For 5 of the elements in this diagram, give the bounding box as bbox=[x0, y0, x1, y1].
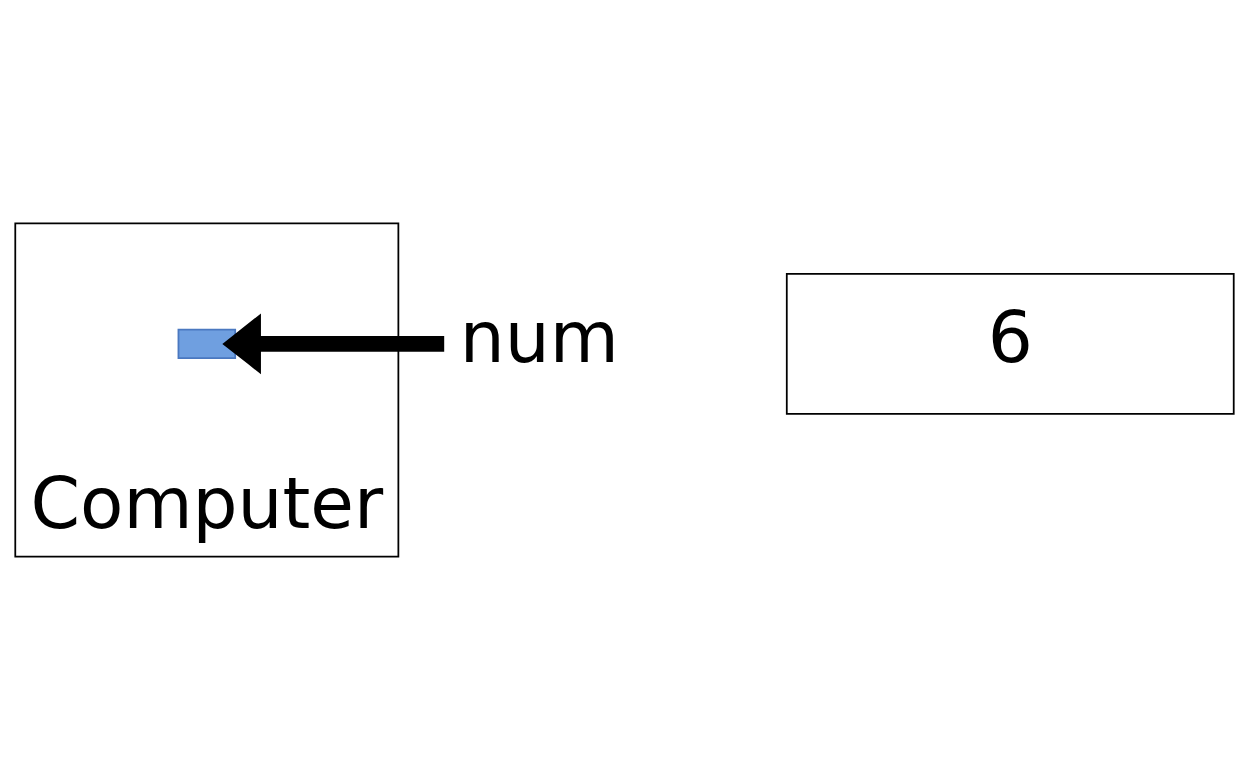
arrow bbox=[222, 313, 445, 375]
cluster: Computer bbox=[14, 222, 400, 558]
node-box: 6 bbox=[785, 272, 1235, 415]
node-box bbox=[177, 328, 237, 359]
node-text: num bbox=[459, 295, 619, 379]
